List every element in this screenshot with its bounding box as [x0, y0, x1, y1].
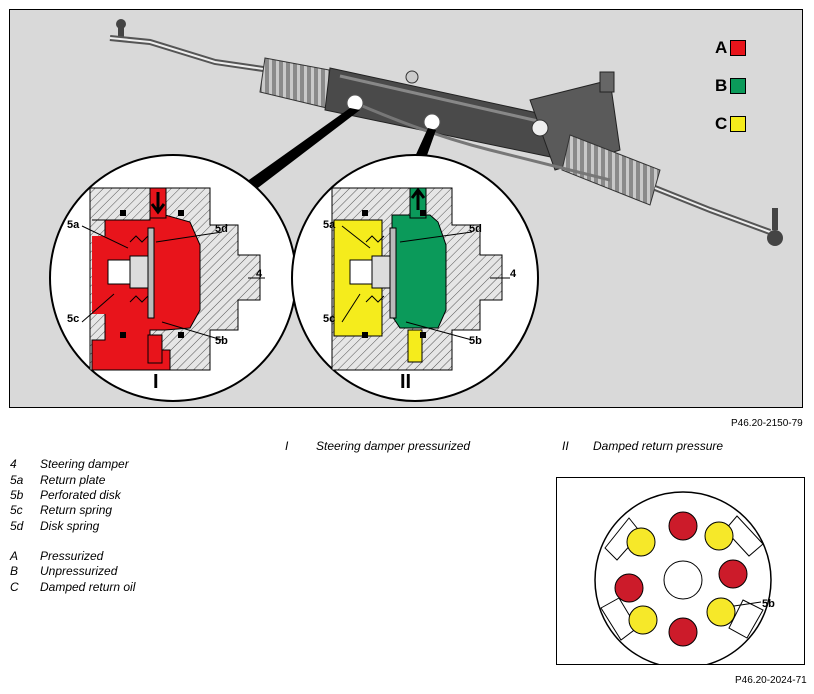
legend-key: C [10, 580, 19, 594]
callout-5b-I: 5b [215, 335, 228, 347]
yellow-hole [628, 605, 658, 635]
legend-key: 5b [10, 488, 24, 502]
callout-5a-II: 5a [323, 219, 336, 231]
perforated-disk-drawing: 5b [594, 491, 775, 664]
perforated-disk-illustration: 5b [556, 477, 805, 665]
legend-text: Return spring [40, 503, 113, 517]
disk-callout-5b: 5b [762, 598, 775, 610]
legend-key: 5c [10, 503, 23, 517]
callout-5c-II: 5c [323, 313, 335, 325]
caption-II-text: Damped return pressure [593, 439, 724, 453]
figure-reference-disk: P46.20-2024-71 [735, 675, 807, 686]
legend-text: Steering damper [40, 457, 129, 471]
legend-key: 5d [10, 519, 24, 533]
key-swatch-red [730, 40, 747, 56]
view-I-label: I [153, 371, 159, 393]
figure-reference-main: P46.20-2150-79 [731, 418, 803, 429]
steering-rack [109, 19, 783, 246]
legend-text: Damped return oil [40, 580, 136, 594]
red-hole [718, 559, 748, 589]
detail-view-I: 5a 5d 5c 5b 4 I [49, 154, 297, 402]
caption-I-number: I [285, 439, 289, 453]
legend-key: 5a [10, 473, 24, 487]
yellow-hole [704, 521, 734, 551]
key-swatch-green [730, 78, 747, 94]
legend-text: Perforated disk [40, 488, 121, 502]
caption-I-text: Steering damper pressurized [316, 439, 471, 453]
key-swatch-yellow [730, 116, 747, 132]
legend-text: Disk spring [40, 519, 100, 533]
center-hole [663, 560, 703, 600]
callout-5c-I: 5c [67, 313, 79, 325]
color-key-B: B [715, 76, 747, 96]
yellow-hole [626, 527, 656, 557]
callout-wedge-I [232, 108, 360, 200]
steering-gear-drawing: 5a 5d 5c 5b 4 I [49, 19, 783, 402]
steering-gear-illustration: 5a 5d 5c 5b 4 I [9, 9, 803, 408]
caption-II-number: II [562, 439, 569, 453]
callout-5b-II: 5b [469, 335, 482, 347]
red-hole [614, 573, 644, 603]
legend-text: Unpressurized [40, 564, 118, 578]
legend-key: 4 [10, 457, 17, 471]
key-letter-B: B [715, 76, 728, 95]
callout-4-I: 4 [256, 268, 263, 280]
key-letter-C: C [715, 114, 728, 133]
view-II-label: II [400, 371, 411, 393]
red-hole [668, 511, 698, 541]
yellow-hole [706, 597, 736, 627]
legend-key: B [10, 564, 19, 578]
legend-text: Pressurized [40, 549, 104, 563]
callout-4-II: 4 [510, 268, 517, 280]
legend-key: A [10, 549, 19, 563]
color-key-A: A [715, 38, 747, 58]
legend-text: Return plate [40, 473, 106, 487]
callout-5d-II: 5d [469, 223, 482, 235]
color-key-C: C [715, 114, 747, 134]
detail-view-II: 5a 5d 5c 5b 4 II [291, 154, 539, 402]
red-hole [668, 617, 698, 647]
callout-5d-I: 5d [215, 223, 228, 235]
key-letter-A: A [715, 38, 728, 57]
callout-5a-I: 5a [67, 219, 80, 231]
